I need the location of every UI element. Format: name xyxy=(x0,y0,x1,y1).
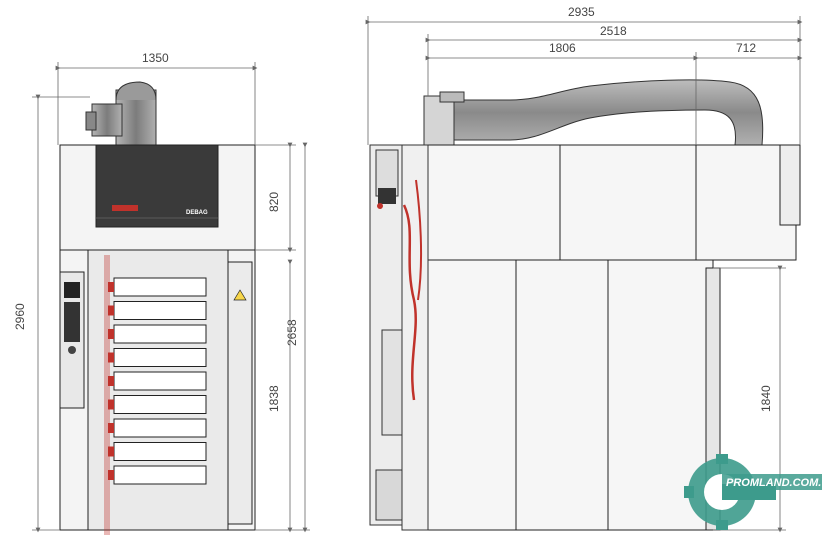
rack-tray xyxy=(113,301,207,320)
front-exhaust-pipe xyxy=(85,81,157,146)
side-view xyxy=(369,79,801,531)
control-display xyxy=(64,282,80,298)
side-upper-body xyxy=(427,144,797,261)
control-panel xyxy=(59,271,85,409)
dim-front-hood-height: 820 xyxy=(267,192,281,212)
rack-tray xyxy=(113,371,207,391)
side-mechanism xyxy=(369,144,429,531)
rack-tray xyxy=(113,418,207,438)
rack-tray xyxy=(113,442,207,461)
rack-tray xyxy=(113,324,207,344)
front-hood-red-label xyxy=(112,205,138,211)
warning-icon xyxy=(233,289,247,301)
rack-tray-clip xyxy=(108,352,114,363)
front-brand-label: DEBAG xyxy=(186,210,208,216)
dim-side-lower-height: 1840 xyxy=(759,385,773,412)
dim-front-width: 1350 xyxy=(142,51,169,65)
control-knob xyxy=(68,346,76,354)
rack-tray xyxy=(113,395,207,414)
dim-side-body-length: 2518 xyxy=(600,24,627,38)
rack-tray-clip xyxy=(108,446,114,457)
rack-tray-clip xyxy=(108,282,114,292)
dim-front-lower-height: 1838 xyxy=(267,385,281,412)
front-hood xyxy=(95,144,219,228)
rack-tray xyxy=(113,277,207,297)
watermark-text: PROMLAND.COM.UA xyxy=(726,477,831,489)
dim-side-total-length: 2935 xyxy=(568,5,595,19)
rack-tray-clip xyxy=(108,329,114,339)
side-exhaust-duct xyxy=(444,79,764,146)
control-keypad xyxy=(64,302,80,342)
side-dimensions: 2935 2518 1806 712 1840 xyxy=(365,5,803,533)
dim-front-door-height: 2658 xyxy=(285,319,299,346)
rack-trays xyxy=(108,277,207,485)
dim-side-duct-left: 1806 xyxy=(549,41,576,55)
watermark: PROMLAND.COM.UA xyxy=(684,454,831,530)
side-lower-body xyxy=(427,259,714,531)
rack-tray xyxy=(113,465,207,485)
rack-tray xyxy=(113,348,207,367)
front-view: DEBAG xyxy=(59,81,256,535)
rack-tray-clip xyxy=(108,399,114,410)
front-dimensions: 1350 2960 820 2658 1838 xyxy=(13,51,310,533)
dim-front-total-height: 2960 xyxy=(13,303,27,330)
rack-tray-clip xyxy=(108,305,114,316)
rack-tray-clip xyxy=(108,376,114,386)
rack-tray-clip xyxy=(108,470,114,480)
rack-tray-clip xyxy=(108,423,114,433)
dim-side-duct-right: 712 xyxy=(736,41,756,55)
